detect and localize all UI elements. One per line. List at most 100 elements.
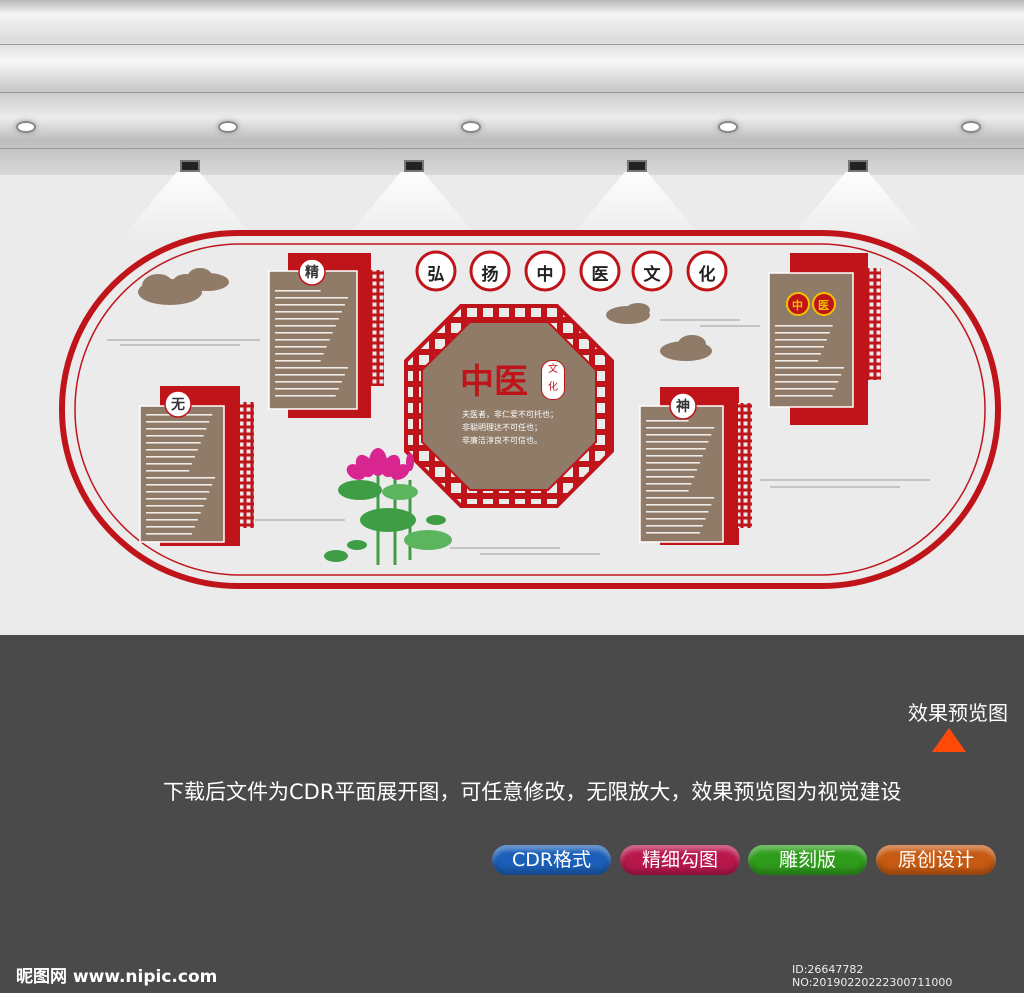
text-line (646, 420, 689, 422)
text-line (775, 374, 842, 376)
spotlight-icon (848, 160, 868, 172)
text-line (775, 367, 845, 369)
text-line (146, 463, 193, 465)
ceiling-light-icon (961, 121, 981, 133)
footer-area (0, 635, 1024, 993)
title-disc (415, 250, 457, 292)
text-line (275, 395, 336, 397)
text-line (646, 469, 698, 471)
text-line (646, 476, 695, 478)
text-line (646, 483, 692, 485)
text-line (775, 325, 833, 327)
text-line (275, 381, 342, 383)
ceiling-light-icon (218, 121, 238, 133)
center-seal: 文 化 (541, 360, 565, 400)
panel-right-mid (639, 387, 752, 545)
center-verse-line: 夫医者，非仁爱不可托也； (462, 410, 558, 419)
text-line (775, 353, 822, 355)
text-line (275, 339, 330, 341)
title-disc (524, 250, 566, 292)
text-line (146, 491, 210, 493)
ceiling-light-icon (461, 121, 481, 133)
title-disc-char: 扬 (481, 265, 499, 285)
text-line (775, 360, 819, 362)
spotlight-icon (404, 160, 424, 172)
text-line (275, 325, 336, 327)
title-discs (415, 250, 728, 292)
text-line (646, 448, 706, 450)
text-line (275, 374, 345, 376)
text-line (146, 526, 195, 528)
text-line (646, 497, 715, 499)
text-line (646, 462, 700, 464)
text-line (646, 511, 709, 513)
text-line (146, 428, 207, 430)
text-line (275, 388, 339, 390)
text-line (146, 435, 204, 437)
text-line (775, 388, 836, 390)
text-line (146, 512, 201, 514)
text-line (646, 441, 709, 443)
title-disc-char: 弘 (427, 265, 445, 285)
text-line (275, 332, 333, 334)
panel-left (139, 386, 254, 546)
center-verse-line: 非廉洁淳良不可信也。 (462, 436, 542, 445)
text-line (646, 427, 715, 429)
ceiling-light-icon (16, 121, 36, 133)
text-line (146, 449, 198, 451)
text-line (646, 518, 706, 520)
text-line (775, 339, 827, 341)
text-line (275, 346, 327, 348)
text-line (146, 505, 204, 507)
badge-engraving: 雕刻版 (748, 845, 867, 875)
cloud-icon (138, 268, 712, 361)
text-line (775, 381, 839, 383)
text-line (275, 290, 321, 292)
small-panel-title-char: 医 (818, 299, 829, 312)
text-line (146, 498, 207, 500)
title-disc (469, 250, 511, 292)
title-disc (686, 250, 728, 292)
small-panel-title-char: 中 (792, 299, 803, 312)
center-verse-line: 非聪明理达不可任也； (462, 423, 542, 432)
text-line (275, 360, 321, 362)
text-line (275, 318, 339, 320)
text-line (275, 311, 342, 313)
text-line (146, 477, 216, 479)
preview-label: 效果预览图 (908, 701, 1008, 725)
text-line (146, 421, 210, 423)
text-line (775, 346, 824, 348)
text-line (646, 455, 703, 457)
capsule-frame (59, 230, 1001, 589)
title-disc-char: 文 (643, 265, 661, 285)
text-line (146, 533, 193, 535)
text-line (146, 442, 201, 444)
center-seal-char: 文 (548, 364, 558, 375)
title-disc-char: 中 (536, 265, 554, 285)
center-seal-char: 化 (548, 382, 558, 393)
text-line (646, 504, 712, 506)
text-line (146, 470, 190, 472)
center-verse: 夫医者，非仁爱不可托也； 非聪明理达不可任也； 非廉洁淳良不可信也。 (462, 408, 558, 447)
ceiling-light-icon (718, 121, 738, 133)
badge-fine-outline: 精细勾图 (620, 845, 740, 875)
badge-cdr-format: CDR格式 (492, 845, 611, 875)
center-octagon (404, 304, 614, 508)
ceiling (0, 0, 1024, 175)
text-line (275, 304, 345, 306)
panel-label: 无 (171, 397, 185, 413)
title-disc-char: 医 (591, 265, 609, 285)
center-title: 中医 (460, 362, 528, 402)
title-disc-char: 化 (698, 265, 716, 285)
text-line (275, 297, 348, 299)
text-line (775, 332, 830, 334)
text-line (146, 519, 198, 521)
culture-wall-board (59, 230, 1001, 589)
title-disc (579, 250, 621, 292)
text-line (646, 434, 712, 436)
description-text: 下载后文件为CDR平面展开图，可任意修改，无限放大，效果预览图为视觉建设 (163, 780, 902, 804)
text-line (146, 456, 195, 458)
panel-left-top (268, 253, 384, 418)
badge-original-design: 原创设计 (876, 845, 996, 875)
text-line (646, 532, 700, 534)
